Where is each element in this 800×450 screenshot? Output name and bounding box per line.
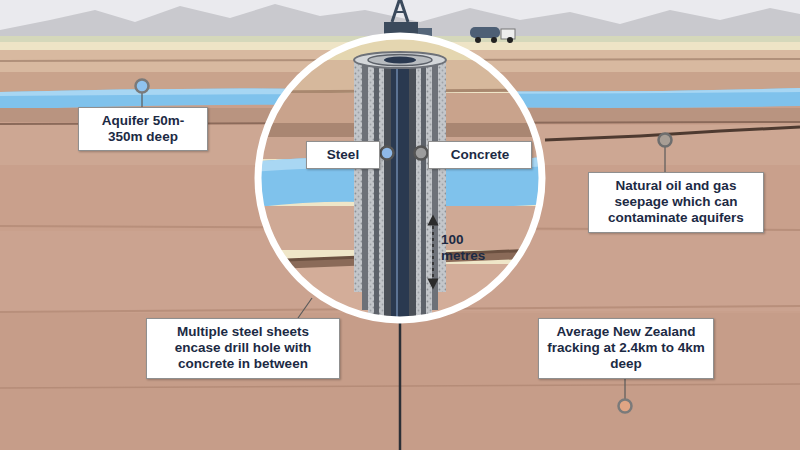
callout-text: Natural oil and gas seepage which can co…	[597, 178, 755, 227]
callout-box: Aquifer 50m-350m deep	[78, 107, 208, 151]
magnifier-ring	[258, 36, 542, 320]
drill-rig	[384, 0, 432, 36]
callout-text: Concrete	[451, 147, 510, 163]
callout-text: Multiple steel sheets encase drill hole …	[155, 324, 331, 373]
dimension-label: 100 metres	[441, 232, 497, 264]
callout-text: Steel	[327, 147, 359, 163]
callout-text: Average New Zealand fracking at 2.4km to…	[547, 324, 705, 373]
callout-box: Natural oil and gas seepage which can co…	[588, 172, 764, 233]
callout-text: Aquifer 50m-350m deep	[87, 113, 199, 145]
magnified-well	[250, 30, 550, 340]
part-label: Concrete	[428, 141, 532, 169]
tanker-truck	[470, 27, 515, 43]
callout-box: Multiple steel sheets encase drill hole …	[146, 318, 340, 379]
part-label: Steel	[306, 141, 380, 169]
callout-box: Average New Zealand fracking at 2.4km to…	[538, 318, 714, 379]
